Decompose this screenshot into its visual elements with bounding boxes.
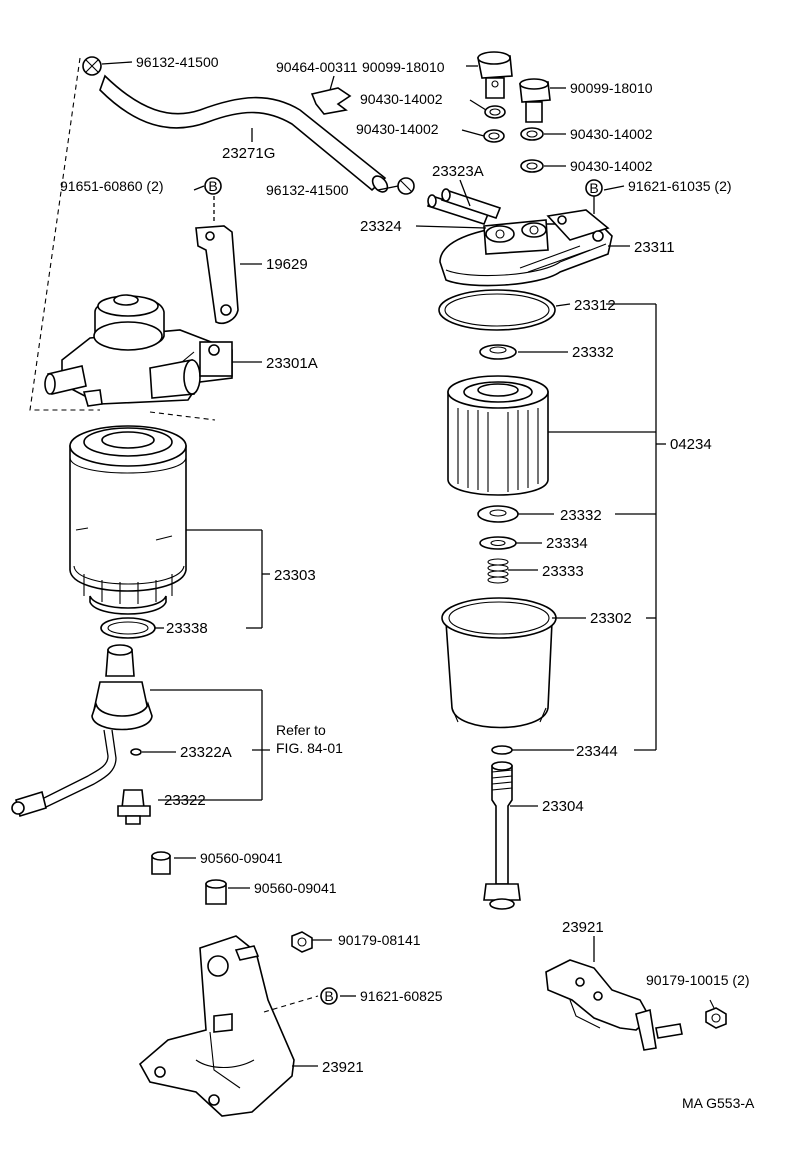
union-bolt-a [477,51,513,99]
fuel-hose [99,74,389,193]
label-04234: 04234 [670,436,712,453]
label-23333: 23333 [542,563,584,580]
label-90430-14002-c: 90430-14002 [570,126,653,142]
collar-90560-a [151,851,171,875]
washer-90430-c [520,127,544,141]
o-ring-23322A [130,748,142,756]
label-90099-18010-a: 90099-18010 [362,59,445,75]
gasket-23332-upper [479,344,517,360]
washer-90430-b [483,129,505,143]
label-23323A: 23323A [432,163,484,180]
center-bolt-23304 [483,761,521,910]
drain-plug-23322 [117,789,151,825]
nut-90179-10015 [705,1007,727,1029]
filter-head-23301A [44,294,233,407]
label-90430-14002-b: 90430-14002 [356,121,439,137]
bolt-marker-right-letter: B [589,180,598,196]
label-90464-00311: 90464-00311 [276,59,358,75]
figure-code: MA G553-A [682,1095,755,1111]
union-fitting-23323A [426,188,502,225]
clip-90464-00311 [310,87,352,115]
filter-cartridge-23303 [69,425,187,615]
bolt-marker-bottom: B [320,987,338,1005]
label-23324: 23324 [360,218,402,235]
label-90560-09041-b: 90560-09041 [254,880,337,896]
label-23304: 23304 [542,798,584,815]
hose-clamp-bottom [397,177,415,195]
leader-lines [101,61,666,1067]
o-ring-23344 [491,745,513,755]
label-23338: 23338 [166,620,208,637]
label-23921-left: 23921 [322,1059,364,1076]
bracket-23921-left [138,935,295,1117]
o-ring-23312 [438,289,556,331]
label-23334: 23334 [546,535,588,552]
label-23301A: 23301A [266,355,318,372]
union-bolt-b [519,78,551,123]
bracket-19629 [195,196,239,325]
collar-90560-b [205,879,227,905]
gasket-23338 [100,617,156,639]
label-90179-10015: 90179-10015 (2) [646,972,750,988]
bolt-marker-left: B [204,177,222,195]
hose-clamp-top [82,56,102,76]
label-23322A: 23322A [180,744,232,761]
label-23312: 23312 [574,297,616,314]
label-refer-to: Refer to [276,722,326,738]
washer-90430-d [520,159,544,173]
label-23921-right: 23921 [562,919,604,936]
filter-element-04234 [447,375,549,496]
label-23303: 23303 [274,567,316,584]
label-90430-14002-a: 90430-14002 [360,91,443,107]
label-90560-09041-a: 90560-09041 [200,850,283,866]
bolt-marker-right: B [585,179,603,197]
label-23271G: 23271G [222,145,275,162]
filter-cap-23311 [439,209,613,287]
bracket-23921-right [545,959,683,1051]
gasket-23332-lower [477,505,519,523]
spring-23333 [487,558,509,584]
label-96132-41500-bottom: 96132-41500 [266,182,349,198]
water-sensor-assembly [11,644,153,818]
bolt-marker-bottom-letter: B [324,988,333,1004]
filter-case-23302 [441,597,557,729]
label-19629: 19629 [266,256,308,273]
label-90099-18010-b: 90099-18010 [570,80,653,96]
label-91621-60825: 91621-60825 [360,988,443,1004]
label-23332-upper: 23332 [572,344,614,361]
retainer-23334 [479,536,517,550]
label-23302: 23302 [590,610,632,627]
bolt-marker-left-letter: B [208,178,217,194]
label-23332-lower: 23332 [560,507,602,524]
label-96132-41500-top: 96132-41500 [136,54,219,70]
label-90430-14002-d: 90430-14002 [570,158,653,174]
label-91651-60860: 91651-60860 (2) [60,178,164,194]
label-23344: 23344 [576,743,618,760]
nut-90179-08141 [291,931,313,953]
label-23322: 23322 [164,792,206,809]
washer-90430-a [484,105,506,119]
label-91621-61035: 91621-61035 (2) [628,178,732,194]
label-refer-fig: FIG. 84-01 [276,740,343,756]
label-90179-08141: 90179-08141 [338,932,421,948]
hose-assembly-dashed-frame [29,57,216,421]
label-23311: 23311 [634,239,675,256]
